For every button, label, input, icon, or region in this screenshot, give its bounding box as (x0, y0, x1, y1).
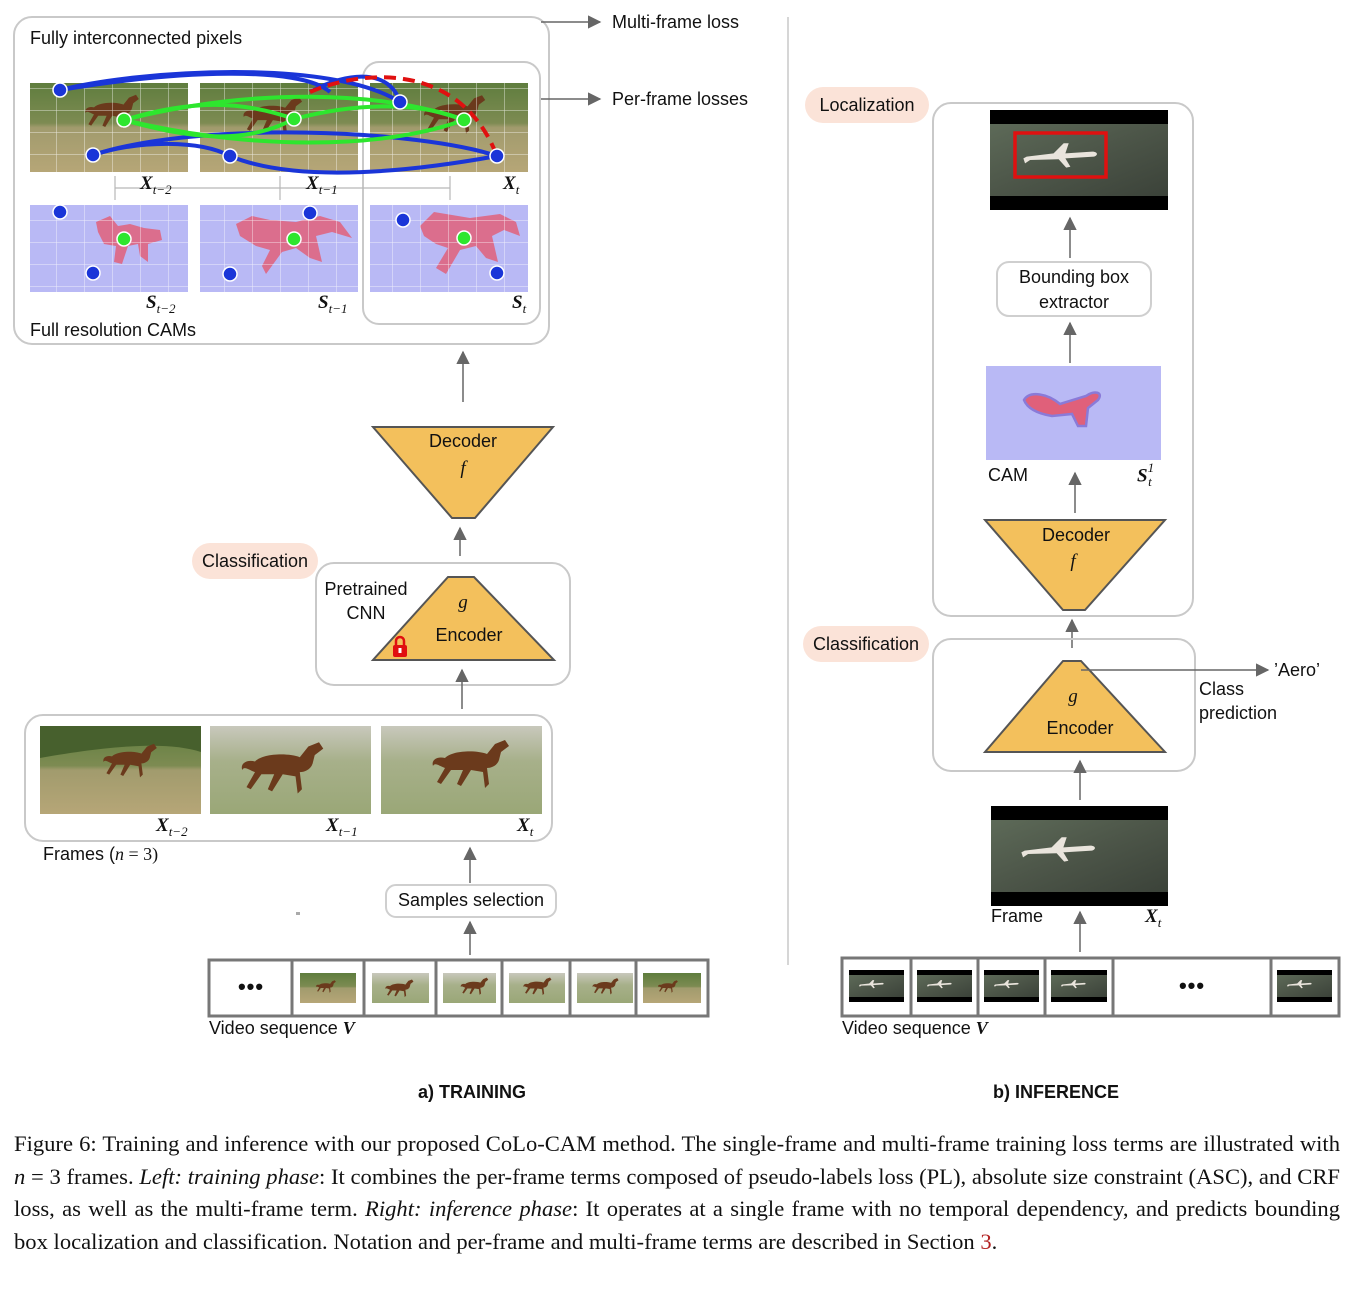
inference-video-label: Video sequence V (842, 1018, 988, 1038)
decoder-label: Decoder (428, 431, 498, 451)
encoder-g-block (370, 576, 557, 661)
samples-selection-label: Samples selection (397, 890, 545, 910)
classification-pill-training: Classification (192, 543, 318, 579)
frames-label: Frames (n = 3) (43, 844, 159, 864)
classification-panel (932, 638, 1196, 772)
localization-pill: Localization (805, 87, 929, 123)
encoder-label: Encoder (435, 625, 503, 645)
x-t-minus-2-top-label: Xt−2 (140, 173, 172, 197)
frames-panel (24, 714, 553, 842)
inference-cam (986, 366, 1161, 460)
per-frame-losses-label: Per-frame losses (612, 89, 749, 109)
class-prediction-line2: prediction (1199, 703, 1278, 723)
bbox-line1: Bounding box (1018, 267, 1130, 287)
classification-pill-inference: Classification (803, 626, 929, 662)
cam-symbol: S1t (1137, 460, 1155, 490)
frame-x-t-photo (381, 726, 542, 814)
localized-frame (990, 110, 1168, 210)
cam-s-t-minus-1 (200, 205, 358, 292)
inference-encoder-label: Encoder (1046, 718, 1114, 738)
multi-frame-loss-label: Multi-frame loss (612, 12, 740, 32)
blue-edges (59, 70, 498, 175)
bounding-box (1013, 131, 1108, 179)
cam-s-t-minus-2 (30, 205, 188, 292)
pretrained-line2: CNN (346, 603, 386, 623)
training-section-title: a) TRAINING (418, 1082, 526, 1102)
pixel-nodes (52, 82, 505, 282)
frame-x-t-label: Xt (517, 815, 534, 839)
interconnected-pixels-panel (13, 16, 550, 345)
frame-x-t-minus-2-photo (40, 726, 201, 814)
decoder-f-block (370, 426, 556, 519)
frame-x-t-minus-2-grid (30, 83, 188, 172)
decoder-symbol: f (460, 458, 466, 479)
inference-decoder-symbol: f (1070, 551, 1076, 572)
frame-label: Frame (991, 906, 1044, 926)
samples-selection-box (385, 884, 557, 918)
inference-input-frame (991, 806, 1168, 906)
green-edges (123, 94, 465, 145)
s-t-minus-2-label: St−2 (146, 292, 176, 316)
training-video-label: Video sequence V (209, 1018, 355, 1038)
bbox-line2: extractor (1038, 292, 1110, 312)
x-t-minus-1-top-label: Xt−1 (306, 173, 338, 197)
localization-panel (932, 102, 1194, 617)
inference-section-title: b) INFERENCE (993, 1082, 1119, 1102)
inference-ellipsis: ••• (1178, 973, 1206, 998)
inference-video-strip (840, 956, 1341, 1018)
cam-label: CAM (988, 465, 1028, 485)
s-t-label: St (512, 292, 527, 316)
full-res-cams-label: Full resolution CAMs (30, 320, 197, 340)
cam-s-t (370, 205, 528, 292)
pretrained-cnn-panel (315, 562, 571, 686)
inference-encoder-symbol: g (1068, 686, 1078, 707)
x-t-top-label: Xt (503, 173, 520, 197)
frame-x-t-minus-1-photo (210, 726, 371, 814)
s-t-minus-1-label: St−1 (318, 292, 348, 316)
aero-label: ’Aero’ (1274, 660, 1321, 680)
bbox-extractor-box (996, 261, 1152, 317)
fully-interconnected-label: Fully interconnected pixels (30, 28, 243, 48)
red-dashed-edge (309, 75, 499, 157)
frame-separators (114, 176, 451, 200)
encoder-symbol: g (458, 592, 468, 613)
frame-x-t-minus-2-label: Xt−2 (156, 815, 188, 839)
class-prediction-line1: Class (1199, 679, 1245, 699)
training-ellipsis: ••• (237, 974, 265, 999)
per-frame-panel (362, 61, 541, 325)
inference-encoder-block (982, 660, 1168, 753)
inference-decoder-block (982, 519, 1168, 611)
frame-symbol: Xt (1145, 906, 1162, 930)
frame-x-t-minus-1-label: Xt−1 (326, 815, 358, 839)
inference-decoder-label: Decoder (1041, 525, 1111, 545)
lock-icon (393, 635, 407, 657)
pretrained-line1: Pretrained (324, 579, 408, 599)
stray-mark (296, 912, 300, 915)
figure-caption: Figure 6: Training and inference with ou… (14, 1131, 1340, 1254)
training-video-strip (207, 958, 710, 1018)
